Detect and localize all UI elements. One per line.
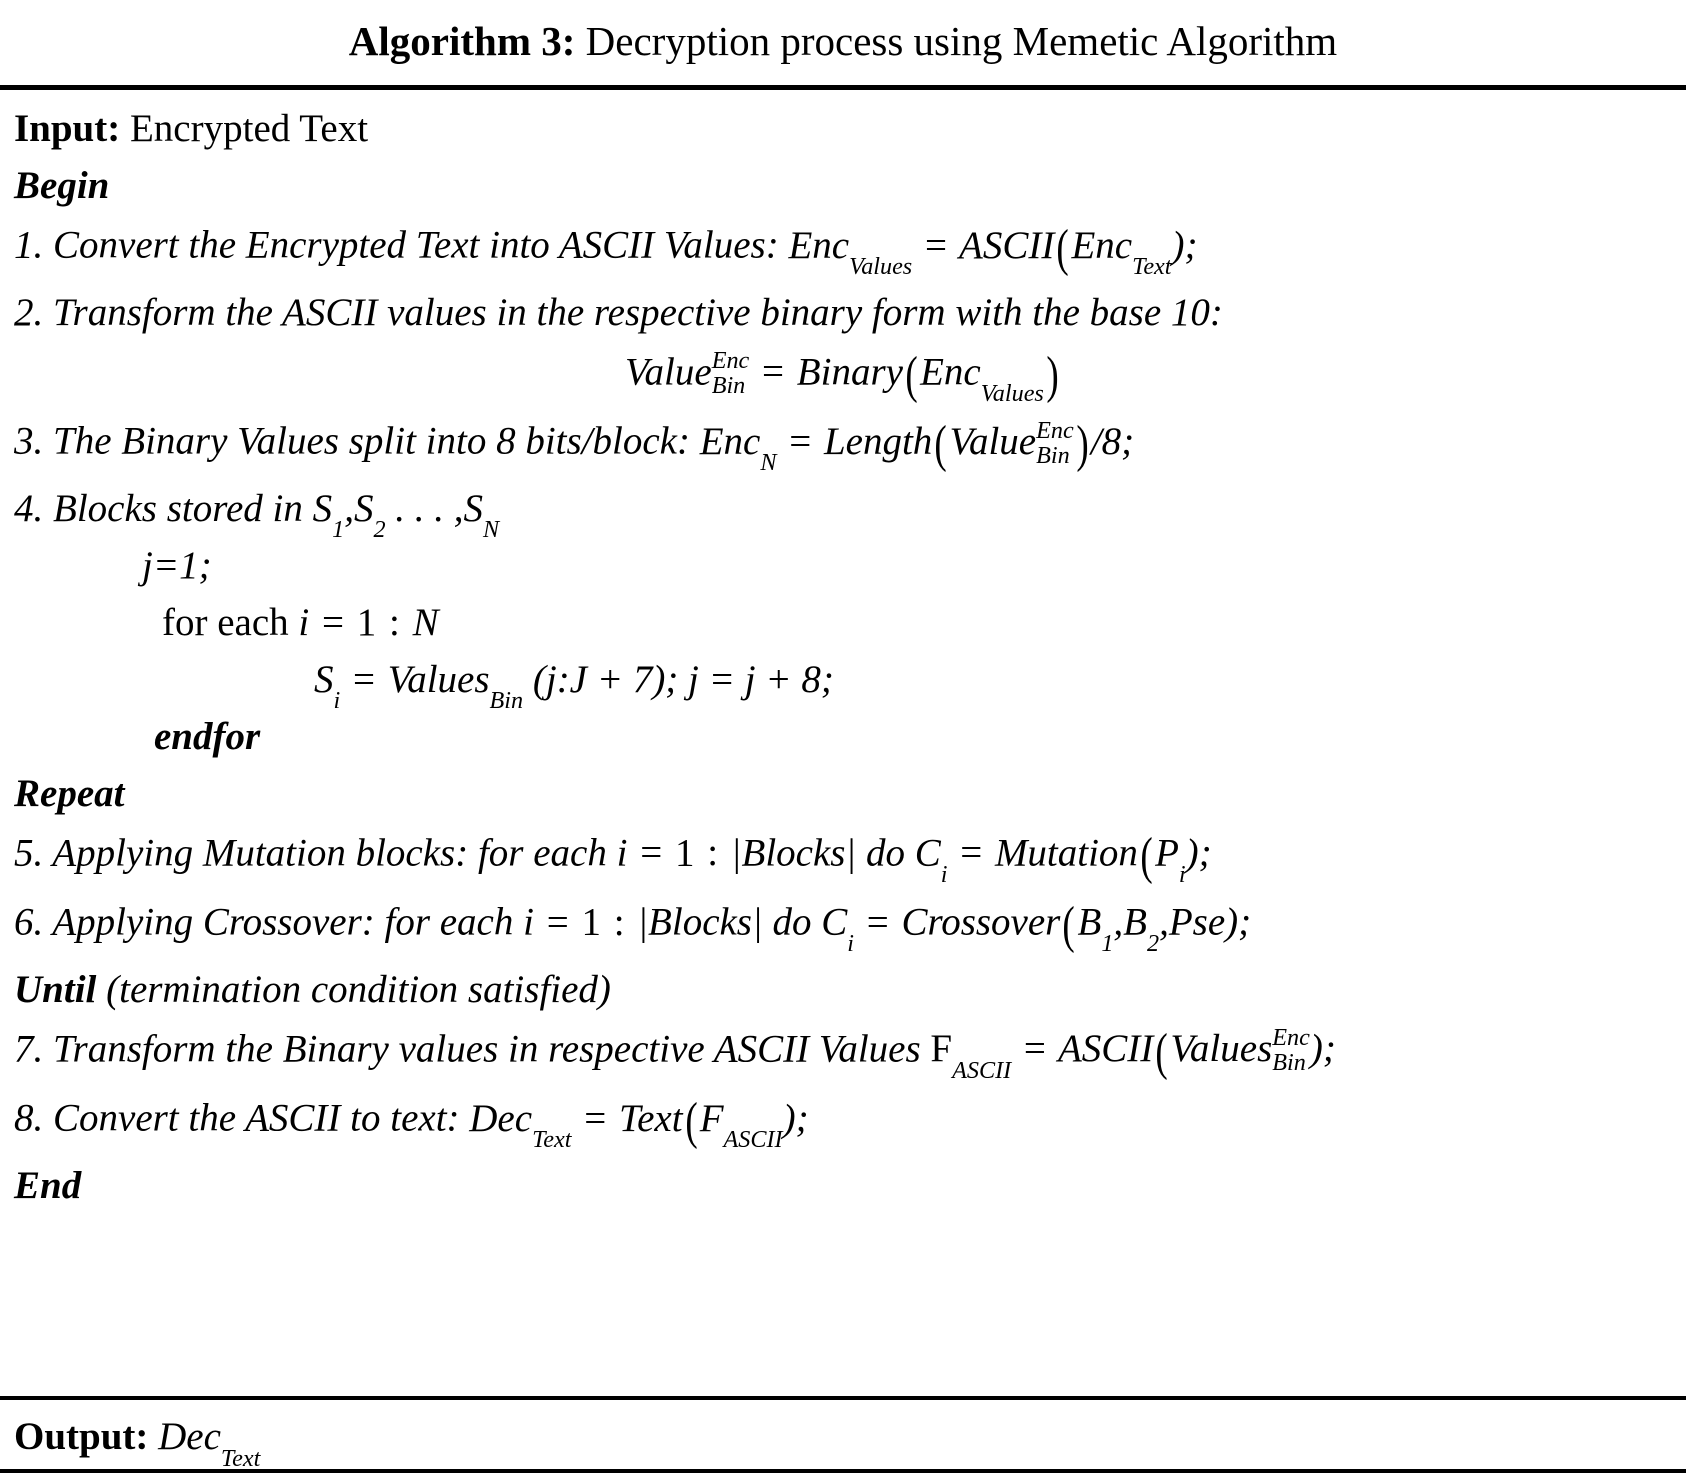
foreach-keyword: for each [162,600,289,644]
step-3-number: 3. [14,419,44,463]
loop-assignment: Si = ValuesBin (j:J + 7); j = j + 8; [314,657,834,715]
until-keyword: Until [14,967,97,1011]
loop-foreach: for each i = 1 : N [162,600,439,644]
step-6-number: 6. [14,900,44,944]
step-6: 6. Applying Crossover: for each i = 1 : … [14,897,1252,958]
step-5-number: 5. [14,831,44,875]
step-8-number: 8. [14,1096,44,1140]
output-line: Output: DecText [0,1400,1686,1472]
loop-init: j=1; [142,543,212,587]
step-4: 4. Blocks stored in S1,S2 . . . ,SN [14,480,1672,544]
step-2: 2. Transform the ASCII values in the res… [14,284,1672,341]
algorithm-title-text: Decryption process using Memetic Algorit… [585,18,1338,64]
algorithm-title: Algorithm 3: Decryption process using Me… [0,0,1686,85]
step-4-text: Blocks stored in [53,486,303,530]
title-divider [0,85,1686,91]
input-line: Input: Encrypted Text [14,100,1672,157]
output-label: Output: [14,1415,149,1458]
step-7-text: Transform the Binary values in respectiv… [53,1027,921,1071]
step-3: 3. The Binary Values split into 8 bits/b… [14,410,1672,479]
step-7-number: 7. [14,1027,44,1071]
step-2-number: 2. [14,290,44,334]
begin-keyword: Begin [14,164,110,208]
output-divider [0,1396,1686,1400]
until-line: Until (termination condition satisfied) [14,961,1672,1018]
step-8-text: Convert the ASCII to text: [53,1096,460,1140]
step-1: 1. Convert the Encrypted Text into ASCII… [14,214,1672,283]
step-4-number: 4. [14,486,44,530]
step-5-text: Applying Mutation blocks: for each [52,831,607,875]
repeat-keyword: Repeat [14,771,125,815]
step-4-math: S1,S2 . . . ,SN [312,486,500,544]
input-value: Encrypted Text [129,107,369,151]
algorithm-title-label: Algorithm 3: [348,18,576,64]
until-condition: (termination condition satisfied) [106,967,611,1011]
end-keyword: End [14,1163,82,1207]
step-8-math: DecText = Text(FASCII); [469,1093,809,1154]
output-value: DecText [158,1415,261,1472]
step-5: 5. Applying Mutation blocks: for each i … [14,827,1212,888]
bottom-divider [0,1469,1686,1473]
algorithm-body: Input: Encrypted Text Begin 1. Convert t… [0,90,1686,1396]
input-label: Input: [14,107,121,151]
step-3-text: The Binary Values split into 8 bits/bloc… [53,419,690,463]
step-7: 7. Transform the Binary values in respec… [14,1018,1672,1087]
step-1-text: Convert the Encrypted Text into ASCII Va… [53,223,779,267]
step-1-math: EncValues = ASCII(EncText); [788,220,1198,281]
step-6-text: Applying Crossover: for each [52,900,514,944]
step-8: 8. Convert the ASCII to text: DecText = … [14,1087,1672,1156]
step-2-text: Transform the ASCII values in the respec… [53,290,1223,334]
step-1-number: 1. [14,223,44,267]
endfor-keyword: endfor [154,714,261,758]
